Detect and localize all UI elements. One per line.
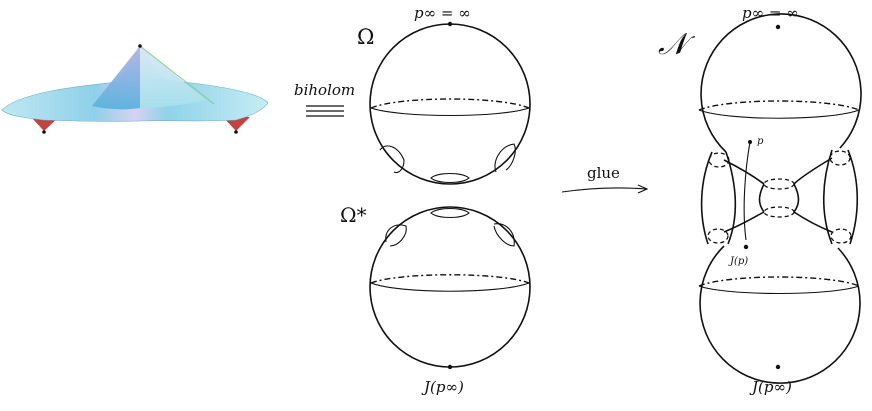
p-point [748,140,752,144]
j-p-inf-label-right: J(p∞) [749,378,792,396]
surface-left-dot [42,130,46,134]
n-bottom-point [775,364,781,370]
omega-star-sphere [369,206,531,370]
surface-peak-right [140,46,206,108]
j-p-inf-label-left: J(p∞) [421,378,464,396]
j-p-label: J(p) [728,256,748,267]
surface-peak-left [92,46,140,110]
p-inf-label-right: p∞ = ∞ [742,4,799,22]
surface-peak-dot [138,44,142,48]
biholom-label: biholom [294,81,355,99]
glue-label: glue [587,164,620,182]
omega-star-label: Ω* [340,203,367,227]
surface-ridge [139,45,215,105]
glue-arrow [561,184,649,194]
omega-sphere [369,21,531,185]
surface-right-dot [234,130,238,134]
omega-star-bottom-point [447,364,453,370]
glued-manifold [698,13,862,384]
omega-top-point [447,21,453,27]
surface-graphic [1,44,269,134]
p-inf-label-left: p∞ = ∞ [414,4,471,22]
j-p-point [743,244,749,250]
n-top-point [775,24,781,30]
n-label: 𝒩 [658,27,696,62]
omega-label: Ω [357,25,374,49]
p-label: p [757,136,764,147]
equivalence-sign [306,105,344,117]
